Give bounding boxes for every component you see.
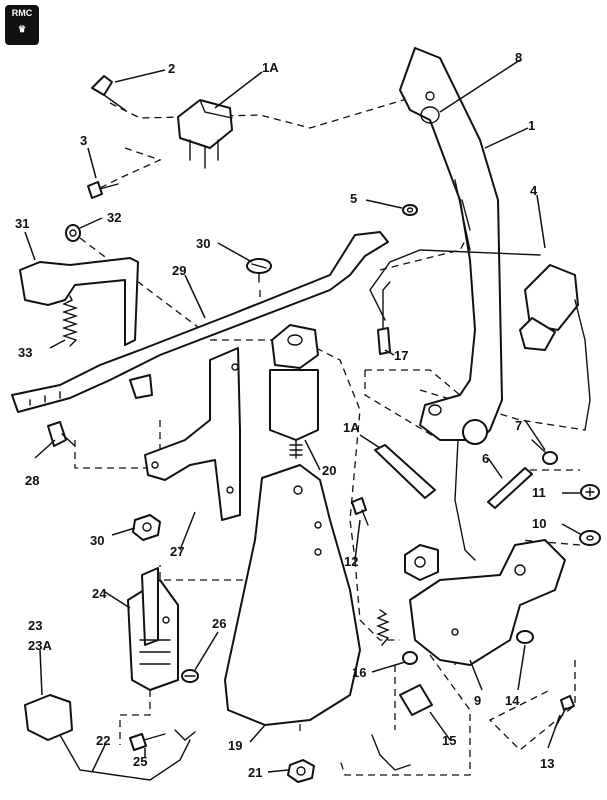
part-3-clip <box>91 75 126 111</box>
part-21-nut <box>287 759 315 783</box>
part-11-washer <box>579 530 601 546</box>
callout-11: 10 <box>532 516 546 531</box>
part-7-pin <box>487 467 533 509</box>
part-30-screw-top <box>246 258 272 283</box>
callout-6: 5 <box>350 191 357 206</box>
callout-17: 16 <box>352 665 366 680</box>
part-4-screw <box>87 181 119 199</box>
part-16-clip <box>399 684 433 716</box>
callout-28: 28 <box>25 473 39 488</box>
rmc-logo: RMC ♛ <box>5 5 39 45</box>
callout-30-bottom: 30 <box>90 533 104 548</box>
callout-31: 31 <box>15 216 29 231</box>
part-15-screw <box>516 630 534 644</box>
part-33-spring <box>61 295 79 347</box>
part-10-plate <box>404 439 566 666</box>
part-29-lever <box>11 231 389 413</box>
part-13-screw <box>351 497 369 526</box>
part-27-bracket <box>144 347 241 521</box>
callout-8: 7 <box>515 418 522 433</box>
part-28-screw <box>47 421 76 447</box>
part-17-screw <box>402 651 418 665</box>
callout-23a: 23A <box>28 638 52 653</box>
callout-21: 21 <box>248 765 262 780</box>
logo-label: RMC <box>11 8 33 18</box>
callout-16: 15 <box>442 733 456 748</box>
callout-labels: 2 1A 3 32 31 33 29 30 8 1 4 5 17 1A 6 7 … <box>15 50 554 780</box>
part-6-washer <box>402 204 418 216</box>
part-31-bracket <box>19 257 139 346</box>
callout-19: 19 <box>228 738 242 753</box>
part-1-arm <box>399 47 503 445</box>
callout-27: 27 <box>170 544 184 559</box>
part-5-lamp <box>369 249 591 431</box>
callout-2: 1A <box>262 60 279 75</box>
callout-32: 32 <box>107 210 121 225</box>
callout-30-top: 30 <box>196 236 210 251</box>
part-30-nut <box>132 514 161 541</box>
part-8-screw <box>531 439 558 465</box>
callout-29: 29 <box>172 263 186 278</box>
part-25-screw <box>129 733 166 751</box>
part-14-screw <box>554 695 575 729</box>
callout-23: 23 <box>28 618 42 633</box>
callout-1a: 1A <box>343 420 360 435</box>
part-20-standoff <box>269 324 319 459</box>
part-19-cover <box>224 464 361 726</box>
callout-13: 12 <box>344 554 358 569</box>
callout-22: 22 <box>96 733 110 748</box>
callout-26: 26 <box>212 616 226 631</box>
callout-10: 9 <box>474 693 481 708</box>
callout-3: 2 <box>168 61 175 76</box>
part-32-grommet <box>65 224 81 242</box>
part-1a-shaft <box>374 444 436 499</box>
callout-24: 24 <box>92 586 107 601</box>
part-26-screw <box>181 669 199 683</box>
callout-1: 1 <box>528 118 535 133</box>
part-22-harness <box>24 694 196 781</box>
callout-5: 4 <box>530 183 538 198</box>
part-9-hole <box>425 91 435 101</box>
callout-33: 33 <box>18 345 32 360</box>
leader-lines <box>24 59 583 773</box>
crown-icon: ♛ <box>17 24 27 34</box>
callout-25: 25 <box>133 754 147 769</box>
part-24-switch <box>127 567 179 691</box>
part-12-screw <box>580 484 600 500</box>
callout-9: 8 <box>515 50 522 65</box>
callout-14: 13 <box>540 756 554 771</box>
part-2-connector <box>177 99 233 169</box>
callout-12: 11 <box>532 485 546 500</box>
callout-15: 14 <box>505 693 520 708</box>
callout-20: 20 <box>322 463 336 478</box>
callout-7: 6 <box>482 451 489 466</box>
callout-18: 17 <box>394 348 408 363</box>
spring-wire-17 <box>371 609 411 771</box>
callout-4: 3 <box>80 133 87 148</box>
